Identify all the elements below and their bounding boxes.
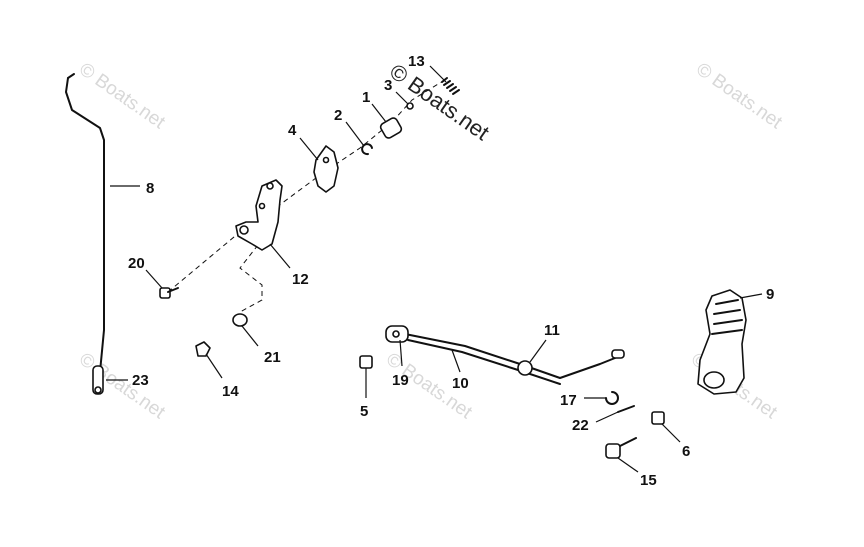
assembly-line-upper xyxy=(167,77,449,293)
part-4-cam-plate xyxy=(313,145,339,193)
part-10-shift-rod xyxy=(404,333,625,385)
part-22-cotter-pin xyxy=(617,405,635,413)
callout-19: 19 xyxy=(392,372,409,389)
watermark-top-right: © Boats.net xyxy=(692,59,786,134)
callout-3: 3 xyxy=(384,77,392,94)
callout-8: 8 xyxy=(146,180,154,197)
watermark-bottom-left: © Boats.net xyxy=(75,349,169,424)
part-12-lever-bracket xyxy=(235,179,283,251)
callout-21: 21 xyxy=(264,349,281,366)
part-3-ball xyxy=(406,102,414,110)
callout-4: 4 xyxy=(288,122,297,139)
callout-2: 2 xyxy=(334,107,342,124)
callout-9: 9 xyxy=(766,286,774,303)
part-8-throttle-rod xyxy=(65,73,105,373)
callout-17: 17 xyxy=(560,392,577,409)
callout-13: 13 xyxy=(408,53,425,70)
part-21-washer xyxy=(232,313,248,327)
watermark-center: © Boats.net xyxy=(385,59,494,146)
callout-1: 1 xyxy=(362,89,370,106)
part-5-clip xyxy=(359,355,373,369)
callout-23: 23 xyxy=(132,372,149,389)
callout-6: 6 xyxy=(682,443,690,460)
assembly-line-lower xyxy=(239,244,263,313)
part-11-grommet xyxy=(517,360,533,376)
callout-12: 12 xyxy=(292,271,309,288)
part-2-e-clip xyxy=(361,143,373,156)
leader-lines xyxy=(106,65,763,473)
callout-11: 11 xyxy=(544,322,560,339)
part-19-rod-end xyxy=(385,325,409,343)
callout-22: 22 xyxy=(572,417,589,434)
part-23-rod-end xyxy=(92,365,104,395)
part-15-pivot-bolt xyxy=(605,437,637,459)
part-17-retaining-clip xyxy=(605,391,619,405)
part-9-shift-handle xyxy=(697,289,747,395)
callout-20: 20 xyxy=(128,255,145,272)
part-14-nut xyxy=(195,341,211,357)
callout-15: 15 xyxy=(640,472,657,489)
watermark-top-left: © Boats.net xyxy=(75,59,169,134)
part-1-bushing xyxy=(379,117,403,139)
callout-10: 10 xyxy=(452,375,469,392)
callout-14: 14 xyxy=(222,383,239,400)
part-20-screw xyxy=(159,287,179,299)
part-6-square-clip xyxy=(651,411,665,425)
callout-5: 5 xyxy=(360,403,368,420)
